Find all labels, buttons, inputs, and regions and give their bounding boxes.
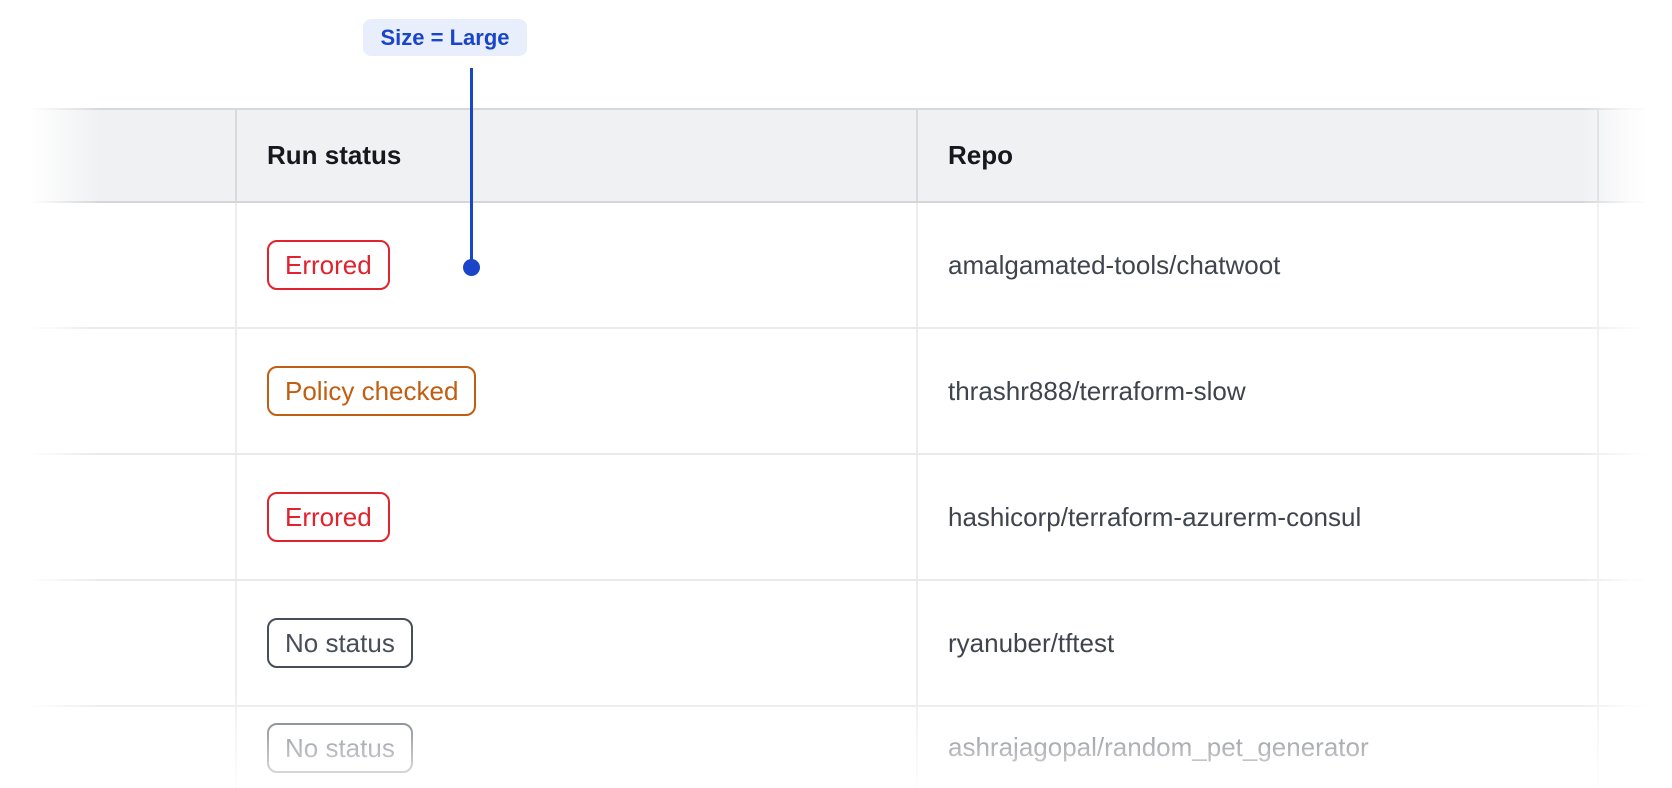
- runs-table: Run status Repo Errored amalgamated-tool…: [28, 108, 1644, 788]
- cell-blank: [28, 455, 235, 579]
- cell-cutoff: [1597, 455, 1644, 579]
- run-status-badge: No status: [267, 618, 413, 668]
- run-status-column-header: Run status: [267, 140, 402, 170]
- cell-cutoff: [1597, 203, 1644, 327]
- repo-column-header: Repo: [948, 140, 1013, 170]
- repo-name: amalgamated-tools/chatwoot: [948, 249, 1281, 280]
- cell-cutoff: [1597, 329, 1644, 453]
- cell-cutoff: [1597, 707, 1644, 788]
- size-annotation-label: Size = Large: [363, 19, 527, 56]
- annotation-connector-line: [470, 68, 473, 261]
- cell-blank: [28, 707, 235, 788]
- cell-run-status: Errored: [235, 203, 916, 327]
- table-row[interactable]: Errored amalgamated-tools/chatwoot: [28, 203, 1644, 329]
- run-status-badge: Errored: [267, 492, 390, 542]
- cell-cutoff: [1597, 581, 1644, 705]
- cell-run-status: Policy checked: [235, 329, 916, 453]
- header-cell-blank: [28, 110, 235, 201]
- cell-repo: hashicorp/terraform-azurerm-consul: [916, 455, 1597, 579]
- header-cell-repo: Repo: [916, 110, 1597, 201]
- cell-repo: amalgamated-tools/chatwoot: [916, 203, 1597, 327]
- header-cell-run-status: Run status: [235, 110, 916, 201]
- header-cell-cutoff: [1597, 110, 1644, 201]
- annotation-anchor-dot: [463, 259, 480, 276]
- cell-blank: [28, 581, 235, 705]
- cell-blank: [28, 329, 235, 453]
- table-header-row: Run status Repo: [28, 108, 1644, 203]
- run-status-badge: No status: [267, 722, 413, 773]
- cell-repo: ashrajagopal/random_pet_generator: [916, 707, 1597, 788]
- table-row[interactable]: Policy checked thrashr888/terraform-slow: [28, 329, 1644, 455]
- repo-name: thrashr888/terraform-slow: [948, 375, 1246, 406]
- run-status-badge: Errored: [267, 240, 390, 290]
- repo-name: ashrajagopal/random_pet_generator: [948, 732, 1369, 762]
- table-row[interactable]: No status ryanuber/tftest: [28, 581, 1644, 707]
- cell-run-status: No status: [235, 707, 916, 788]
- table-row[interactable]: No status ashrajagopal/random_pet_genera…: [28, 707, 1644, 788]
- cell-repo: ryanuber/tftest: [916, 581, 1597, 705]
- repo-name: hashicorp/terraform-azurerm-consul: [948, 501, 1362, 532]
- cell-run-status: Errored: [235, 455, 916, 579]
- run-status-badge: Policy checked: [267, 366, 477, 416]
- cell-blank: [28, 203, 235, 327]
- cell-repo: thrashr888/terraform-slow: [916, 329, 1597, 453]
- cell-run-status: No status: [235, 581, 916, 705]
- repo-name: ryanuber/tftest: [948, 627, 1115, 658]
- table-row[interactable]: Errored hashicorp/terraform-azurerm-cons…: [28, 455, 1644, 581]
